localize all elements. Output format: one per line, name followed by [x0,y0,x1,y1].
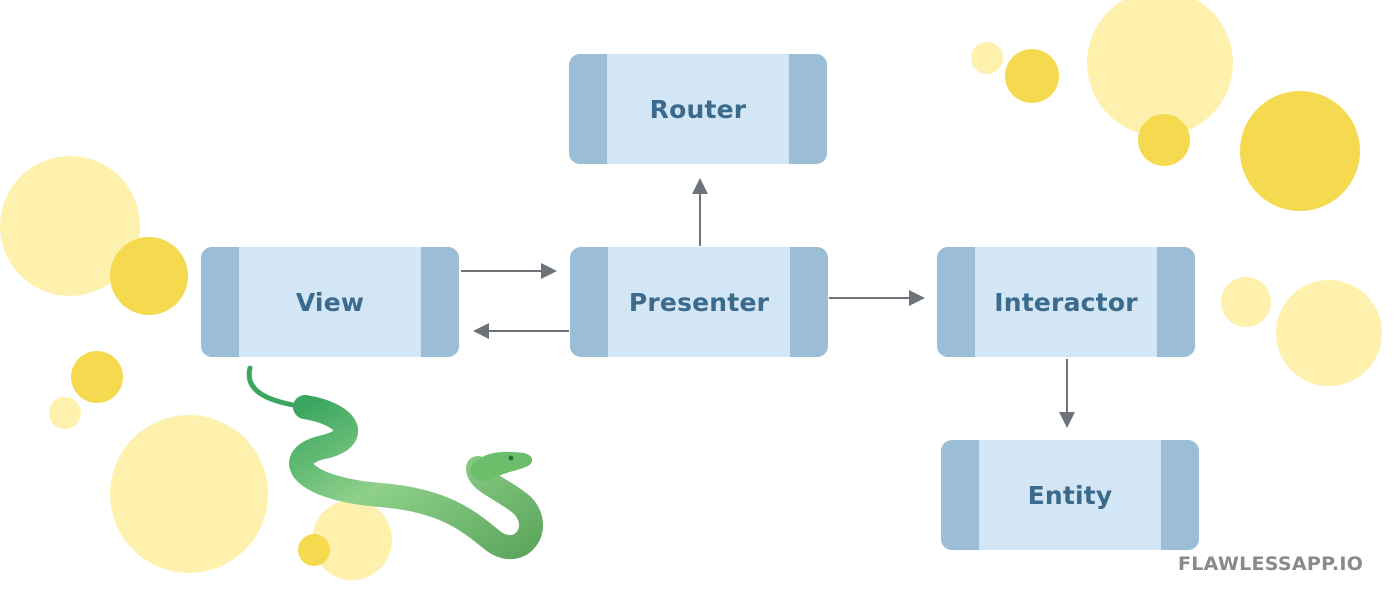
node-right-cap [1161,440,1199,550]
decor-circle [298,534,330,566]
decor-circle [110,237,188,315]
node-left-cap [569,54,607,164]
node-right-cap [1157,247,1195,357]
watermark: FLAWLESSAPP.IO [1178,553,1364,575]
node-right-cap [790,247,828,357]
decor-circle [1276,280,1382,386]
node-left-cap [941,440,979,550]
decor-circle [0,156,140,296]
snake-eye [508,455,514,461]
decor-circle [1005,49,1059,103]
node-right-cap [789,54,827,164]
snake-head [470,451,533,482]
entity-label: Entity [1027,480,1113,510]
node-left-cap [937,247,975,357]
snake-body [289,395,543,559]
decor-circle [49,397,81,429]
view-label: View [295,287,365,317]
interactor-node: Interactor [937,247,1195,357]
router-node: Router [569,54,827,164]
presenter-node: Presenter [570,247,828,357]
decor-circle [1087,0,1233,136]
decor-circle [312,500,392,580]
router-label: Router [649,94,747,124]
node-left-cap [201,247,239,357]
presenter-label: Presenter [628,287,770,317]
decor-circle [1240,91,1360,211]
view-node: View [201,247,459,357]
interactor-label: Interactor [994,287,1138,317]
decor-circle [110,415,268,573]
node-left-cap [570,247,608,357]
decor-circle [1138,114,1190,166]
node-right-cap [421,247,459,357]
decor-circle [971,42,1003,74]
decor-circle [1221,277,1271,327]
entity-node: Entity [941,440,1199,550]
decor-circle [71,351,123,403]
